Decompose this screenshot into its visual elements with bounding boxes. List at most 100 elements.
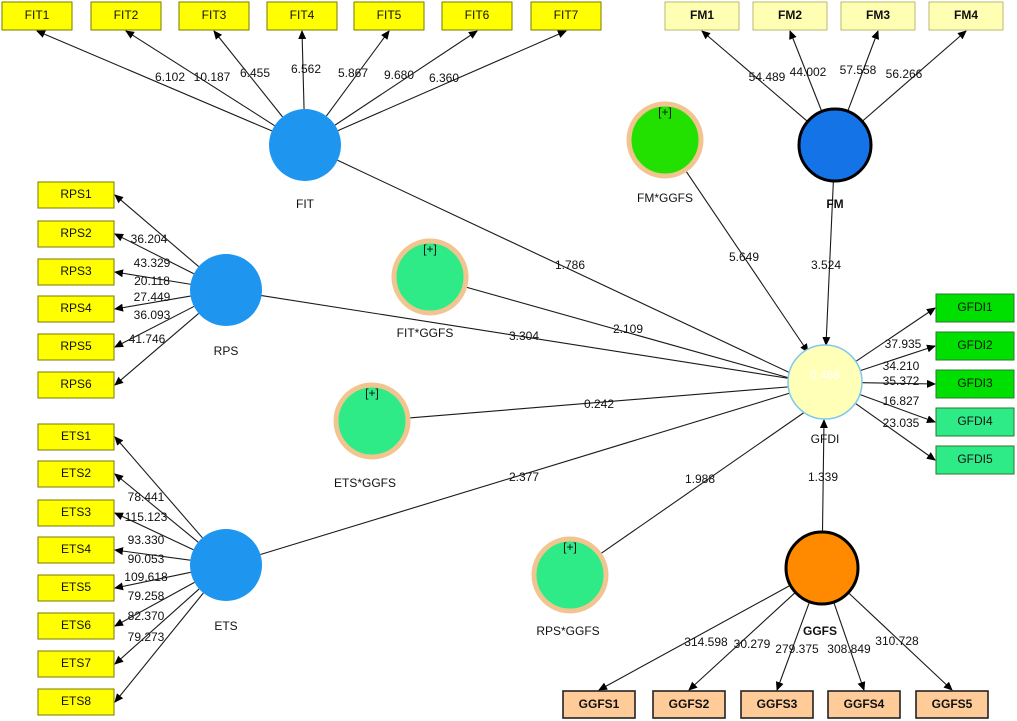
loading-rps6: 41.746 <box>129 332 166 346</box>
construct-rps[interactable] <box>190 254 262 326</box>
edge-fm-fm3 <box>847 30 879 112</box>
edge-ggfs-ggfs4 <box>833 601 866 691</box>
edge-rps-rps5 <box>114 305 195 348</box>
edge-gfdi-gfdi3 <box>861 379 936 388</box>
indicator-box-fit4[interactable] <box>266 1 338 31</box>
edge-rps-rps1 <box>114 194 200 268</box>
indicator-label-ets1: ETS1 <box>61 429 91 443</box>
loading-rps5: 36.093 <box>134 308 171 322</box>
construct-fit-ggfs[interactable] <box>391 238 469 316</box>
moderator-badge-fit-ggfs: [+] <box>423 242 437 256</box>
loading-fm3: 57.558 <box>840 63 877 77</box>
edge-fm-fm2 <box>789 30 823 112</box>
indicator-box-gfdi4[interactable] <box>935 407 1015 437</box>
path-ets-gfdi <box>260 388 801 556</box>
loading-fit3: 6.455 <box>240 66 270 80</box>
indicator-box-fit5[interactable] <box>353 1 425 31</box>
loading-ets5: 109.618 <box>124 570 168 584</box>
indicator-label-gfdi2: GFDI2 <box>957 338 993 352</box>
loading-gfdi5: 23.035 <box>883 416 920 430</box>
indicator-box-ets1[interactable] <box>37 423 115 451</box>
indicator-box-fit6[interactable] <box>441 1 513 31</box>
indicator-box-gfdi3[interactable] <box>935 369 1015 399</box>
indicator-box-fit7[interactable] <box>530 1 602 31</box>
indicator-box-ggfs4[interactable] <box>827 690 901 719</box>
edge-rps-rps2 <box>114 233 195 275</box>
indicator-box-rps4[interactable] <box>37 295 115 323</box>
indicator-box-gfdi2[interactable] <box>935 331 1015 361</box>
path-coefficient-rps-ggfs-gfdi: 1.988 <box>685 472 715 486</box>
edge-fit-fit4 <box>298 30 307 110</box>
loading-rps2: 43.329 <box>134 256 171 270</box>
loading-ggfs5: 310.728 <box>875 634 919 648</box>
construct-ets[interactable] <box>190 529 262 601</box>
edge-ets-ets8 <box>114 592 204 703</box>
indicator-box-ggfs1[interactable] <box>562 690 636 719</box>
indicator-box-ggfs3[interactable] <box>740 690 814 719</box>
path-ets-ggfs-gfdi <box>407 382 800 419</box>
path-coefficient-ggfs-gfdi: 1.339 <box>808 470 838 484</box>
construct-rps-ggfs[interactable] <box>531 536 609 614</box>
indicator-box-rps1[interactable] <box>37 181 115 209</box>
indicator-label-ets4: ETS4 <box>61 542 91 556</box>
indicator-box-fm4[interactable] <box>928 1 1004 31</box>
loading-rps4: 27.449 <box>134 290 171 304</box>
indicator-box-fm2[interactable] <box>752 1 828 31</box>
indicator-box-ets4[interactable] <box>37 536 115 564</box>
edge-fm-fm1 <box>701 30 809 122</box>
indicator-box-rps2[interactable] <box>37 220 115 248</box>
indicator-box-gfdi1[interactable] <box>935 293 1015 323</box>
indicator-label-rps6: RPS6 <box>60 377 92 391</box>
indicator-box-rps5[interactable] <box>37 333 115 361</box>
path-coefficient-fit-gfdi: 1.786 <box>555 258 585 272</box>
construct-gfdi[interactable] <box>787 344 863 420</box>
loading-rps1: 36.204 <box>131 232 168 246</box>
indicator-box-rps3[interactable] <box>37 258 115 286</box>
loading-fm4: 56.266 <box>886 67 923 81</box>
indicator-box-ets6[interactable] <box>37 612 115 640</box>
indicator-box-fm1[interactable] <box>664 1 740 31</box>
edge-ggfs-ggfs3 <box>776 601 811 691</box>
path-fm-gfdi <box>822 180 834 346</box>
indicator-box-fit1[interactable] <box>1 1 73 31</box>
construct-fm[interactable] <box>797 107 873 183</box>
indicator-box-ets3[interactable] <box>37 499 115 527</box>
edge-gfdi-gfdi2 <box>860 344 936 372</box>
indicator-box-fit3[interactable] <box>178 1 250 31</box>
edge-ggfs-ggfs5 <box>847 592 953 691</box>
loading-fit7: 6.360 <box>429 71 459 85</box>
indicator-box-gfdi5[interactable] <box>935 445 1015 475</box>
construct-fit[interactable] <box>269 109 341 181</box>
path-fit-ggfs-gfdi <box>464 286 801 383</box>
edge-rps-rps4 <box>114 295 191 312</box>
loading-ggfs3: 279.375 <box>775 642 819 656</box>
indicator-box-ets2[interactable] <box>37 460 115 488</box>
construct-ggfs[interactable] <box>784 530 860 606</box>
edge-fit-fit3 <box>213 30 283 118</box>
edge-rps-rps3 <box>114 269 191 285</box>
edge-ets-ets4 <box>114 547 191 561</box>
indicator-label-ggfs2: GGFS2 <box>669 697 710 711</box>
construct-label-rps: RPS <box>214 344 239 358</box>
indicator-box-ggfs5[interactable] <box>915 690 989 719</box>
indicator-box-fit2[interactable] <box>90 1 162 31</box>
loading-ggfs4: 308.849 <box>827 642 871 656</box>
indicator-box-rps6[interactable] <box>37 371 115 399</box>
edge-gfdi-gfdi4 <box>859 394 936 424</box>
construct-label-fit: FIT <box>296 197 315 211</box>
path-rps-gfdi <box>261 295 800 383</box>
construct-fm-ggfs[interactable] <box>626 101 704 179</box>
indicator-box-ets7[interactable] <box>37 650 115 678</box>
loading-gfdi1: 37.935 <box>885 337 922 351</box>
indicator-label-gfdi4: GFDI4 <box>957 414 993 428</box>
indicator-label-fit4: FIT4 <box>290 8 315 22</box>
indicator-box-ets5[interactable] <box>37 574 115 602</box>
indicator-label-rps5: RPS5 <box>60 339 92 353</box>
indicator-box-fm3[interactable] <box>840 1 916 31</box>
loading-ets4: 90.053 <box>128 552 165 566</box>
construct-ets-ggfs[interactable] <box>333 382 411 460</box>
indicator-label-rps1: RPS1 <box>60 187 92 201</box>
loading-fit4: 6.562 <box>291 62 321 76</box>
indicator-box-ets8[interactable] <box>37 688 115 716</box>
indicator-box-ggfs2[interactable] <box>652 690 726 719</box>
